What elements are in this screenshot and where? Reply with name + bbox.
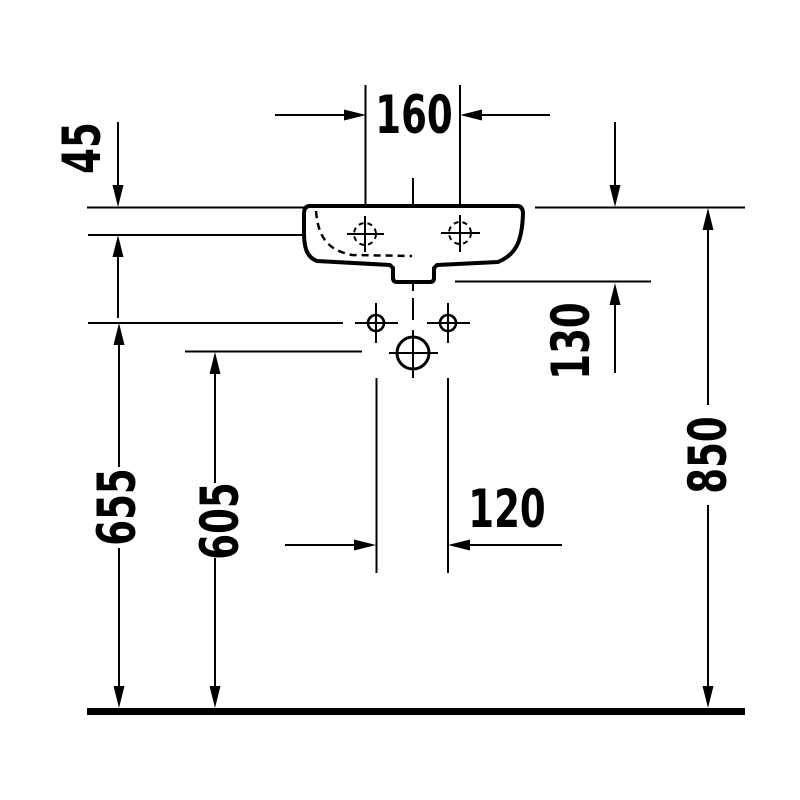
dimension-130: 130 (540, 122, 621, 380)
wall-fixing-hole-right (427, 303, 470, 343)
dim-850-arrowhead-up (702, 208, 714, 230)
dim-45-arrowhead-down (112, 185, 124, 207)
dim-605-label: 605 (189, 482, 250, 559)
dim-605-arrowhead-down (209, 686, 221, 708)
dim-160-arrowhead-left (344, 109, 366, 121)
basin (302, 204, 525, 284)
dim-120-label: 120 (468, 478, 545, 539)
drain-outlet (389, 330, 438, 378)
taphole-left (347, 216, 384, 252)
dimension-120: 120 (285, 378, 562, 573)
basin-inner-bowl-dashed (314, 210, 413, 258)
dim-130-arrowhead-down (609, 185, 621, 207)
wall-fittings (355, 303, 470, 378)
dimension-160: 160 (275, 84, 550, 207)
dim-45-arrowhead-up (112, 235, 124, 257)
dim-130-label: 130 (540, 302, 601, 379)
dimension-850: 850 (677, 208, 739, 708)
dim-655-arrowhead-up (113, 323, 125, 345)
reference-lines (87, 206, 745, 353)
dimension-45: 45 (51, 122, 124, 318)
dim-160-label: 160 (375, 84, 452, 145)
dim-655-label: 655 (86, 468, 147, 545)
dim-160-arrowhead-right (460, 109, 482, 121)
wall-fixing-hole-left (355, 303, 398, 343)
taphole-right (441, 215, 480, 252)
dim-605-arrowhead-up (209, 352, 221, 374)
dimension-605: 605 (189, 352, 251, 708)
dim-120-arrowhead-left (354, 539, 376, 551)
dim-45-label: 45 (51, 122, 112, 174)
dim-850-label: 850 (677, 416, 738, 493)
dim-130-arrowhead-up (609, 283, 621, 305)
dimension-655: 655 (86, 323, 148, 708)
dim-120-arrowhead-right (448, 539, 470, 551)
dim-850-arrowhead-down (702, 686, 714, 708)
basin-outline (302, 204, 525, 284)
dim-655-arrowhead-down (113, 686, 125, 708)
